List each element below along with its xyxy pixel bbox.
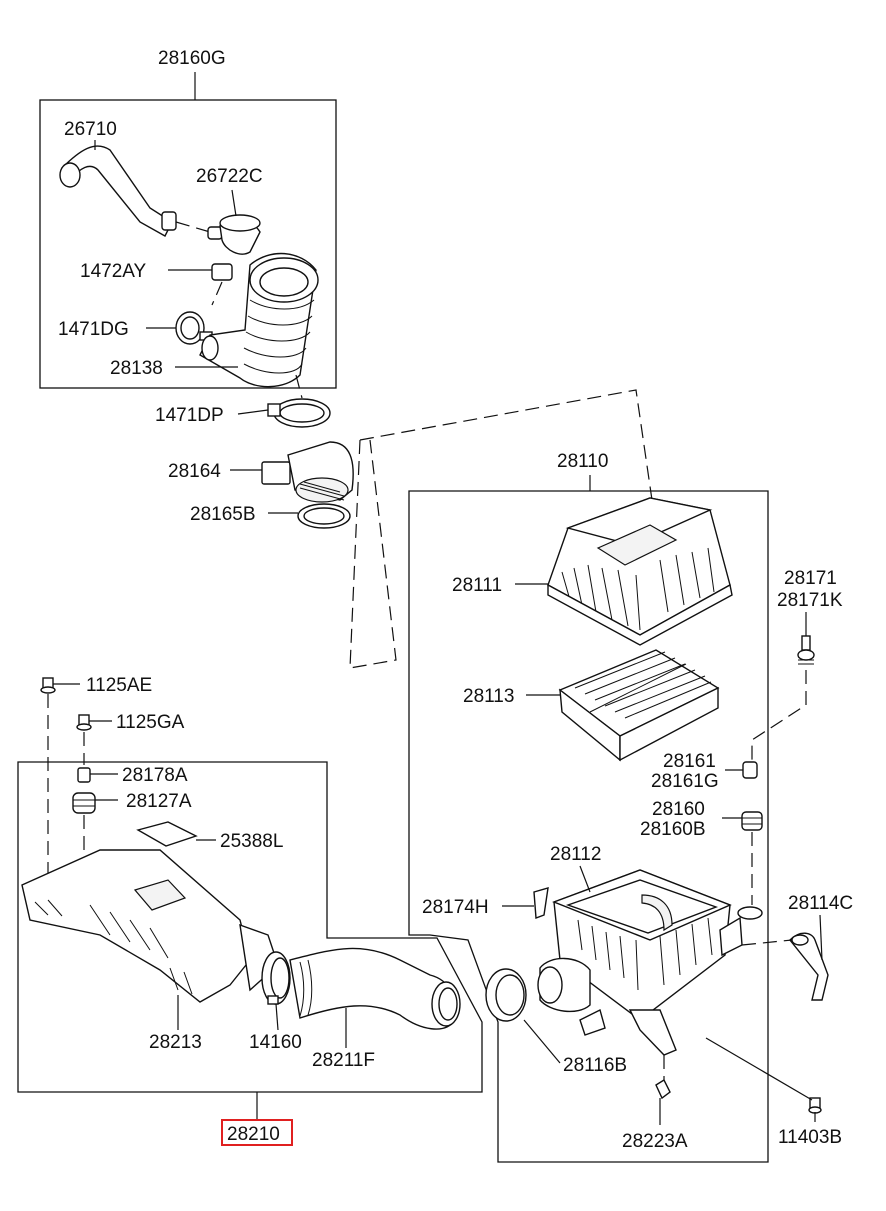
label-28223A[interactable]: 28223A: [622, 1131, 688, 1152]
leader-28114C: [819, 914, 823, 961]
duct-outline-left: [349, 439, 397, 669]
label-28165B[interactable]: 28165B: [190, 504, 256, 525]
label-28160B[interactable]: 28160B: [640, 819, 706, 840]
sensor-28164[interactable]: [261, 441, 354, 503]
label-14160[interactable]: 14160: [249, 1032, 302, 1053]
leader-1471DP: [237, 409, 269, 415]
grommet-28160[interactable]: [741, 811, 763, 831]
label-25388L[interactable]: 25388L: [220, 831, 283, 852]
clip-1472AY[interactable]: [211, 263, 233, 281]
bolt-28171[interactable]: [797, 635, 815, 665]
label-28113[interactable]: 28113: [463, 686, 514, 707]
label-28127A[interactable]: 28127A: [126, 791, 192, 812]
leader-28112: [579, 865, 591, 893]
hose-26710[interactable]: [59, 145, 177, 237]
label-1471DG[interactable]: 1471DG: [58, 319, 129, 340]
label-28111[interactable]: 28111: [452, 575, 502, 596]
leader-11403B: [705, 1037, 813, 1101]
valve-26722C[interactable]: [207, 214, 261, 255]
label-28161[interactable]: 28161: [663, 751, 716, 772]
clamp-1471DP[interactable]: [267, 398, 331, 428]
label-28160[interactable]: 28160: [652, 799, 705, 820]
label-26722C[interactable]: 26722C: [196, 166, 263, 187]
seal-28116B[interactable]: [485, 968, 527, 1022]
label-1472AY[interactable]: 1472AY: [80, 261, 147, 282]
leader-26722C: [231, 189, 237, 217]
label-28164[interactable]: 28164: [168, 461, 221, 482]
label-28138[interactable]: 28138: [110, 358, 163, 379]
resonator-28213[interactable]: [21, 849, 279, 1003]
bolt-11403B[interactable]: [808, 1097, 822, 1114]
label-28114C[interactable]: 28114C: [788, 893, 853, 914]
guide-28114C: [741, 939, 793, 946]
guide-28171: [751, 670, 807, 762]
bracket-28114C[interactable]: [789, 932, 829, 1001]
assembly-box-28160G: [39, 99, 337, 389]
assembly-box-28210: [17, 761, 483, 1093]
assembly-box-28110: [408, 490, 769, 1163]
label-28178A[interactable]: 28178A: [122, 765, 188, 786]
guide-1472AY: [211, 281, 223, 306]
leader-28116B: [523, 1019, 561, 1064]
highlight-box-28210: [221, 1119, 293, 1146]
lower-case-28112[interactable]: [537, 869, 763, 1056]
label-26710[interactable]: 26710: [64, 119, 117, 140]
label-plate-25388L[interactable]: [136, 821, 198, 847]
seal-28165B[interactable]: [297, 503, 351, 529]
duct-outline: [359, 389, 653, 501]
guide-28138: [295, 374, 303, 399]
grommet-28161[interactable]: [742, 761, 758, 779]
clip-28223A[interactable]: [655, 1078, 671, 1100]
grommet-28127A[interactable]: [72, 792, 96, 814]
clamp-1471DG[interactable]: [175, 311, 213, 345]
label-28112[interactable]: 28112: [550, 844, 601, 865]
bolt-1125AE[interactable]: [40, 677, 56, 694]
filter-28113[interactable]: [558, 649, 720, 762]
label-28160G[interactable]: 28160G: [158, 48, 226, 69]
label-28174H[interactable]: 28174H: [422, 897, 489, 918]
cover-28111[interactable]: [547, 497, 733, 646]
bellows-28138[interactable]: [199, 252, 319, 388]
label-28210[interactable]: 28210: [227, 1124, 280, 1145]
clip-28174H[interactable]: [533, 887, 549, 919]
spacer-28178A[interactable]: [77, 767, 91, 783]
label-28161G[interactable]: 28161G: [651, 771, 719, 792]
label-28213[interactable]: 28213: [149, 1032, 202, 1053]
clamp-14160[interactable]: [261, 951, 291, 1005]
label-28171K[interactable]: 28171K: [777, 590, 843, 611]
label-28171[interactable]: 28171: [784, 568, 837, 589]
hose-28211F[interactable]: [289, 947, 461, 1030]
label-28211F[interactable]: 28211F: [312, 1050, 375, 1071]
guide-26710: [175, 221, 211, 233]
label-11403B[interactable]: 11403B: [778, 1127, 842, 1148]
bolt-1125GA[interactable]: [76, 714, 92, 731]
label-1125GA[interactable]: 1125GA: [116, 712, 185, 733]
label-1125AE[interactable]: 1125AE: [86, 675, 152, 696]
label-28110[interactable]: 28110: [557, 451, 608, 472]
label-28116B[interactable]: 28116B: [563, 1055, 627, 1076]
label-1471DP[interactable]: 1471DP: [155, 405, 224, 426]
leader-14160: [275, 1003, 279, 1031]
